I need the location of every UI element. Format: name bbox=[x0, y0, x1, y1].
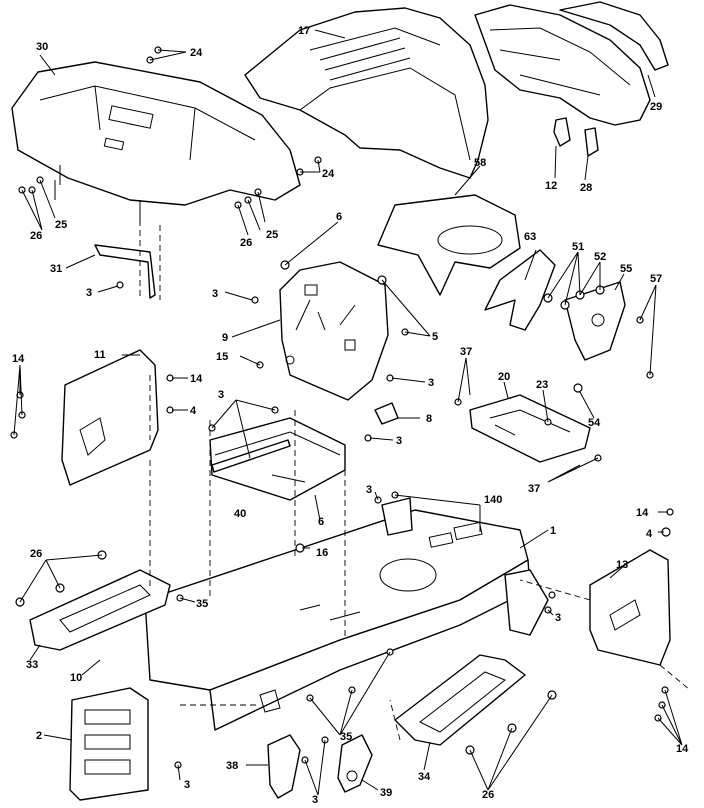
callout-140: 140 bbox=[484, 494, 502, 506]
part-13-right-panel bbox=[589, 549, 671, 666]
leader-lines bbox=[13, 29, 683, 796]
callout-15: 15 bbox=[216, 351, 228, 363]
callout-26: 26 bbox=[482, 789, 494, 801]
callout-39: 39 bbox=[380, 787, 392, 799]
callout-37: 37 bbox=[460, 346, 472, 358]
callout-63: 63 bbox=[524, 231, 536, 243]
callout-1: 1 bbox=[550, 525, 556, 537]
callout-31: 31 bbox=[50, 263, 62, 275]
part-29-grille bbox=[474, 1, 669, 126]
callout-14: 14 bbox=[636, 507, 649, 519]
callout-3: 3 bbox=[366, 484, 372, 496]
callout-12: 12 bbox=[545, 180, 557, 192]
callout-2: 2 bbox=[36, 730, 42, 742]
callout-52: 52 bbox=[594, 251, 606, 263]
callout-3: 3 bbox=[396, 435, 402, 447]
callout-23: 23 bbox=[536, 379, 548, 391]
callout-24: 24 bbox=[322, 168, 335, 180]
callout-58: 58 bbox=[474, 157, 486, 169]
callout-26: 26 bbox=[240, 237, 252, 249]
callout-33: 33 bbox=[26, 659, 38, 671]
callout-5: 5 bbox=[432, 331, 438, 343]
alignment-lines bbox=[139, 210, 691, 741]
callout-40: 40 bbox=[234, 508, 246, 520]
callout-3: 3 bbox=[555, 612, 561, 624]
callout-11: 11 bbox=[94, 349, 106, 361]
callout-6: 6 bbox=[336, 211, 342, 223]
part-55-plate bbox=[564, 281, 626, 361]
callout-54: 54 bbox=[588, 417, 601, 429]
callout-26: 26 bbox=[30, 230, 42, 242]
callout-9: 9 bbox=[222, 332, 228, 344]
callout-30: 30 bbox=[36, 41, 48, 53]
callout-3: 3 bbox=[218, 389, 224, 401]
callout-labels: 30 24 17 29 24 25 26 25 26 12 28 58 6 31… bbox=[12, 25, 689, 806]
part-140-bracket bbox=[381, 497, 413, 536]
callout-55: 55 bbox=[620, 263, 632, 275]
part-2-front-plate bbox=[69, 687, 149, 801]
callout-28: 28 bbox=[580, 182, 592, 194]
callout-38: 38 bbox=[226, 760, 238, 772]
part-8-clip bbox=[374, 402, 399, 425]
callout-34: 34 bbox=[418, 771, 431, 783]
callout-14: 14 bbox=[190, 373, 203, 385]
callout-16: 16 bbox=[316, 547, 328, 559]
callout-6: 6 bbox=[318, 516, 324, 528]
callout-25: 25 bbox=[266, 229, 278, 241]
part-39-bracket bbox=[337, 734, 373, 793]
callout-3: 3 bbox=[212, 288, 218, 300]
callout-29: 29 bbox=[650, 101, 662, 113]
part-40-strip bbox=[211, 439, 291, 473]
callout-3: 3 bbox=[428, 377, 434, 389]
part-34-right-footrest bbox=[394, 654, 526, 746]
part-12-bracket bbox=[553, 117, 571, 147]
part-17-hood bbox=[244, 7, 489, 179]
part-63-bracket bbox=[484, 249, 556, 331]
callout-25: 25 bbox=[55, 219, 67, 231]
part-9-dash-panel bbox=[279, 261, 389, 401]
callout-26: 26 bbox=[30, 548, 42, 560]
callout-8: 8 bbox=[426, 413, 432, 425]
callout-4: 4 bbox=[646, 528, 653, 540]
callout-37: 37 bbox=[528, 483, 540, 495]
callout-14: 14 bbox=[12, 353, 25, 365]
part-frame-side-bracket bbox=[504, 569, 549, 636]
callout-57: 57 bbox=[650, 273, 662, 285]
callout-10: 10 bbox=[70, 672, 82, 684]
part-11-left-panel bbox=[61, 349, 159, 486]
part-20-support bbox=[469, 394, 591, 463]
callout-3: 3 bbox=[86, 287, 92, 299]
callout-51: 51 bbox=[572, 241, 584, 253]
callout-20: 20 bbox=[498, 371, 510, 383]
callout-3: 3 bbox=[312, 794, 318, 806]
callout-35: 35 bbox=[340, 731, 352, 743]
part-31-bracket bbox=[94, 244, 156, 299]
callout-24: 24 bbox=[190, 47, 203, 59]
callout-4: 4 bbox=[190, 405, 197, 417]
part-38-bracket bbox=[267, 734, 301, 799]
part-33-left-footrest bbox=[29, 569, 171, 651]
part-58-shield bbox=[377, 194, 521, 296]
part-28-latch bbox=[584, 127, 599, 157]
callout-17: 17 bbox=[298, 25, 310, 37]
callout-13: 13 bbox=[616, 559, 628, 571]
part-30-rear-fender bbox=[11, 61, 301, 225]
callout-14: 14 bbox=[676, 743, 689, 755]
callout-3: 3 bbox=[184, 779, 190, 791]
callout-35: 35 bbox=[196, 598, 208, 610]
